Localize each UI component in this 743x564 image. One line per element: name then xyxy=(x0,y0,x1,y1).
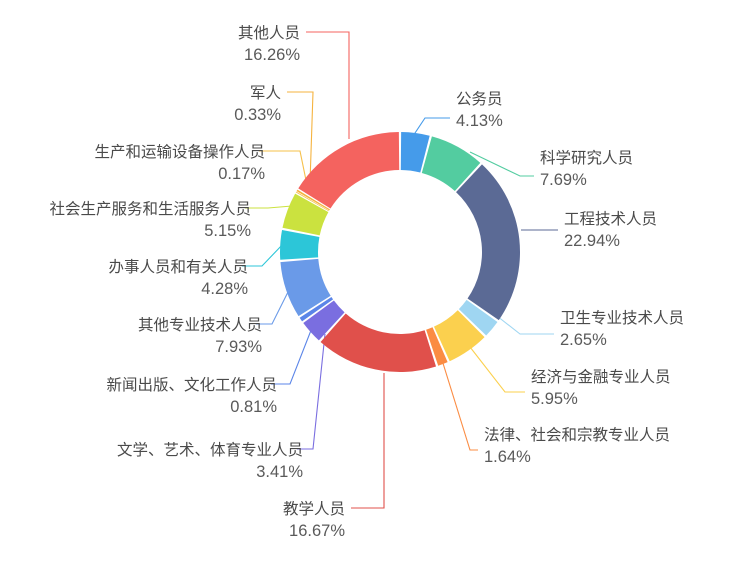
slice-label-value: 5.95% xyxy=(531,390,578,408)
slice-label-name: 军人 xyxy=(250,84,281,102)
slice-label-banshi: 办事人员和有关人员 4.28% xyxy=(108,258,248,298)
slice-label-jingjijinrong: 经济与金融专业人员 5.95% xyxy=(531,368,671,408)
slice-label-weisheng: 卫生专业技术人员 2.65% xyxy=(560,309,684,349)
slice-label-gongchengjishu: 工程技术人员 22.94% xyxy=(564,210,657,250)
leader-line xyxy=(256,289,290,325)
leader-line xyxy=(469,346,525,393)
slice-label-layer: 公务员 4.13% 科学研究人员 7.69% 工程技术人员 22.94% 卫生专业技术人员 2… xyxy=(49,24,684,540)
slice-label-value: 2.65% xyxy=(560,331,607,349)
slice-label-name: 科学研究人员 xyxy=(540,149,633,167)
slice-label-name: 社会生产服务和生活服务人员 xyxy=(49,200,251,218)
slice-label-value: 22.94% xyxy=(564,232,620,250)
slice-label-shengchanyunshu: 生产和运输设备操作人员 0.17% xyxy=(94,143,265,183)
slice-label-name: 其他人员 xyxy=(238,24,300,42)
slice-label-value: 0.81% xyxy=(230,398,277,416)
donut-slice[interactable] xyxy=(426,327,448,366)
leader-line xyxy=(306,31,350,139)
slice-label-junren: 军人 0.33% xyxy=(234,84,281,124)
slice-label-value: 1.64% xyxy=(484,448,531,466)
donut-slice[interactable] xyxy=(282,193,329,236)
donut-slice[interactable] xyxy=(303,300,345,341)
leader-line xyxy=(287,91,314,184)
slice-label-name: 工程技术人员 xyxy=(564,210,657,228)
slice-label-name: 公务员 xyxy=(456,90,503,108)
slice-label-value: 0.17% xyxy=(218,165,265,183)
donut-slice[interactable] xyxy=(296,189,330,211)
donut-slice[interactable] xyxy=(458,299,498,336)
leader-line xyxy=(351,373,385,509)
slice-label-qitazhuanye: 其他专业技术人员 7.93% xyxy=(138,316,262,356)
leader-line-layer xyxy=(242,31,558,509)
slice-label-name: 经济与金融专业人员 xyxy=(531,368,671,386)
slice-label-name: 其他专业技术人员 xyxy=(138,316,262,334)
donut-slice-layer xyxy=(279,132,521,373)
leader-line xyxy=(441,359,478,451)
slice-label-value: 4.13% xyxy=(456,112,503,130)
slice-label-wenxueyishu: 文学、艺术、体育专业人员 3.41% xyxy=(117,441,303,481)
slice-label-value: 7.69% xyxy=(540,171,587,189)
leader-line xyxy=(469,151,534,177)
slice-label-jiaoxue: 教学人员 16.67% xyxy=(283,500,345,540)
slice-label-name: 教学人员 xyxy=(283,500,345,518)
donut-slice[interactable] xyxy=(280,258,331,317)
leader-line xyxy=(496,315,554,335)
leader-line xyxy=(297,333,326,450)
slice-label-value: 16.26% xyxy=(244,46,300,64)
slice-label-value: 7.93% xyxy=(215,338,262,356)
donut-slice[interactable] xyxy=(400,132,430,173)
donut-slice[interactable] xyxy=(320,313,437,373)
slice-label-name: 文学、艺术、体育专业人员 xyxy=(117,441,303,459)
donut-slice[interactable] xyxy=(295,191,330,212)
donut-slice[interactable] xyxy=(421,136,481,192)
leader-line xyxy=(271,314,318,385)
slice-label-qitarenyuan: 其他人员 16.26% xyxy=(238,24,300,64)
slice-label-name: 生产和运输设备操作人员 xyxy=(94,143,265,161)
slice-label-value: 5.15% xyxy=(204,222,251,240)
slice-label-value: 0.33% xyxy=(234,106,281,124)
slice-label-gongwuyuan: 公务员 4.13% xyxy=(456,90,503,130)
leader-line xyxy=(259,150,308,186)
slice-label-name: 法律、社会和宗教专业人员 xyxy=(484,426,670,444)
donut-slice[interactable] xyxy=(298,132,400,209)
donut-slice[interactable] xyxy=(433,310,485,362)
leader-line xyxy=(245,205,293,209)
slice-label-value: 3.41% xyxy=(256,463,303,481)
slice-label-falv: 法律、社会和宗教专业人员 1.64% xyxy=(484,426,670,466)
slice-label-name: 新闻出版、文化工作人员 xyxy=(106,376,277,394)
donut-slice[interactable] xyxy=(456,164,521,321)
donut-slice[interactable] xyxy=(279,229,320,260)
slice-label-shehuishengchan: 社会生产服务和生活服务人员 5.15% xyxy=(49,200,251,240)
leader-line xyxy=(412,117,450,137)
slice-label-xinwenchuban: 新闻出版、文化工作人员 0.81% xyxy=(106,376,277,416)
donut-slice[interactable] xyxy=(299,296,334,322)
slice-label-value: 4.28% xyxy=(201,280,248,298)
slice-label-value: 16.67% xyxy=(289,522,345,540)
slice-label-name: 卫生专业技术人员 xyxy=(560,309,684,327)
slice-label-name: 办事人员和有关人员 xyxy=(108,258,248,276)
slice-label-kexueyanjiu: 科学研究人员 7.69% xyxy=(540,149,633,189)
leader-line xyxy=(242,242,285,267)
